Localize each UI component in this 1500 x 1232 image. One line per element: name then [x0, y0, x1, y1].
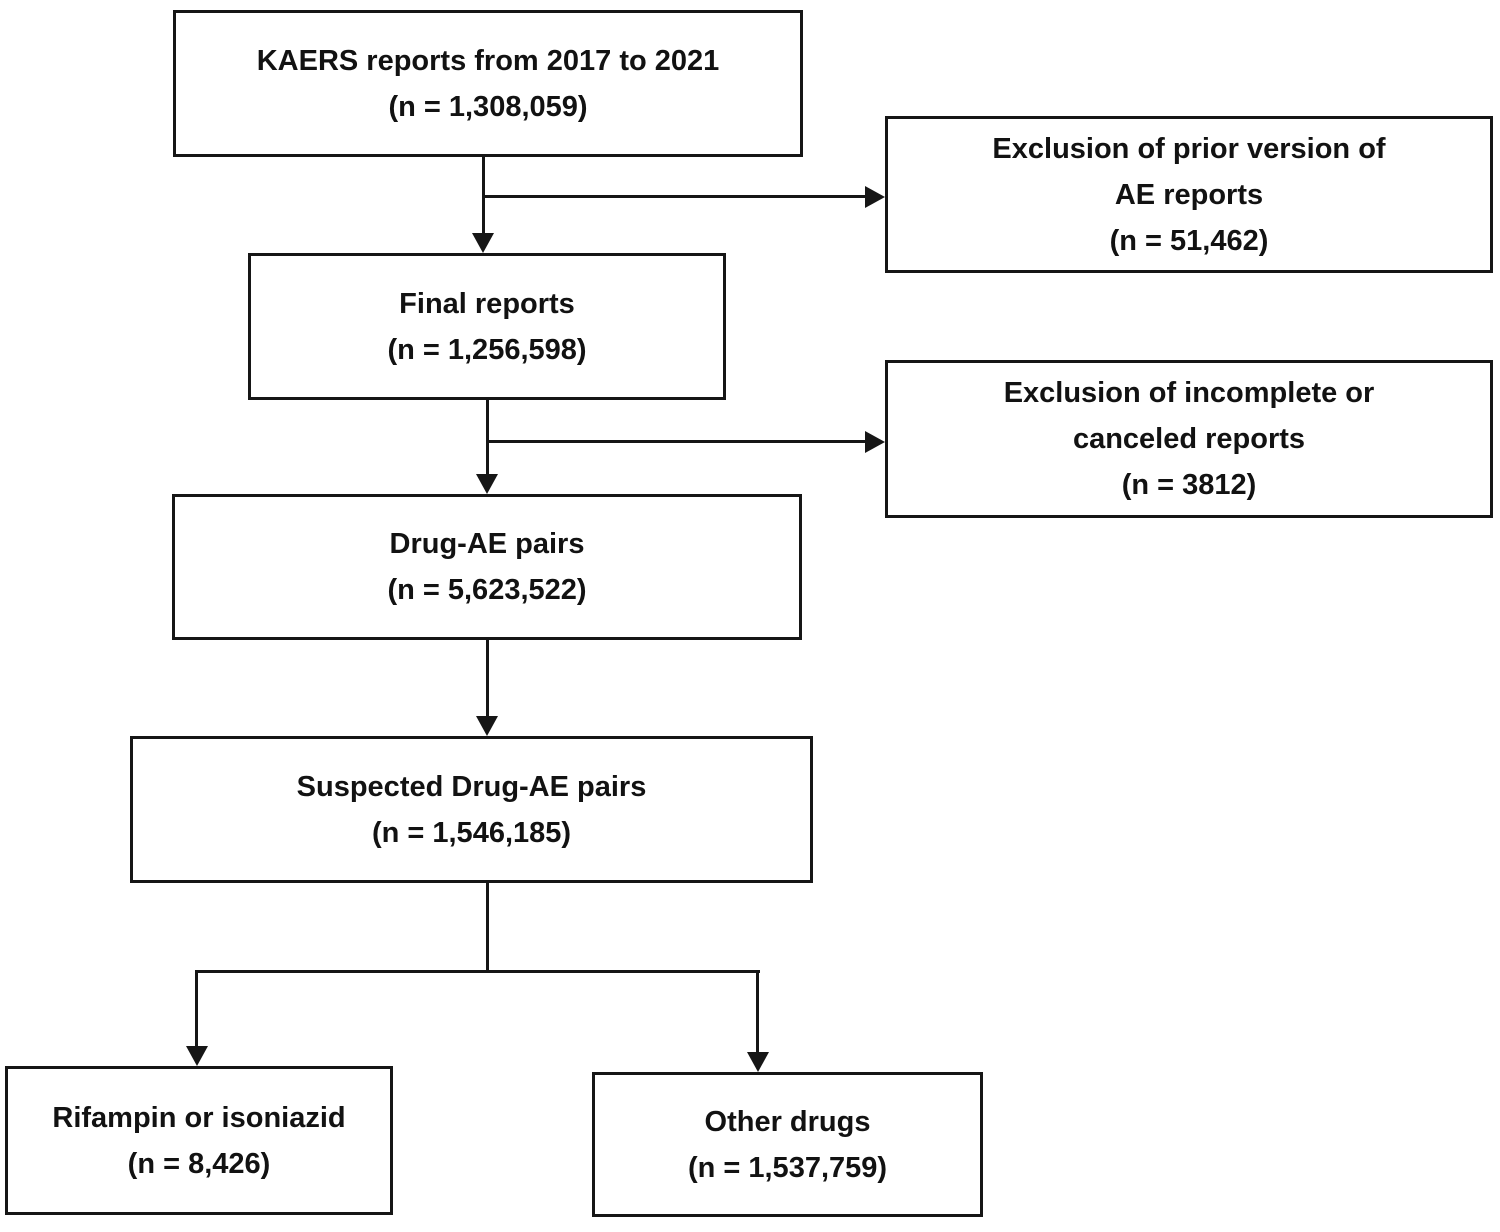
- arrow-right-icon: [865, 186, 885, 208]
- node-final-count: (n = 1,256,598): [387, 333, 587, 366]
- node-other-drugs: Other drugs (n = 1,537,759): [592, 1072, 983, 1217]
- connector-split-horizontal: [195, 970, 760, 973]
- node-kaers-title: KAERS reports from 2017 to 2021: [256, 44, 720, 77]
- node-kaers-count: (n = 1,308,059): [388, 90, 588, 123]
- node-exclusion-prior-line1: Exclusion of prior version of: [992, 132, 1386, 165]
- connector-branch-to-exclusion-prior: [482, 195, 866, 198]
- connector-split-to-rifampin: [195, 971, 198, 1048]
- node-other-title: Other drugs: [704, 1105, 871, 1138]
- node-exclusion-incomplete: Exclusion of incomplete or canceled repo…: [885, 360, 1493, 518]
- node-exclusion-prior-version: Exclusion of prior version of AE reports…: [885, 116, 1493, 273]
- node-drug-ae-title: Drug-AE pairs: [389, 528, 585, 560]
- node-suspected-drug-ae-pairs: Suspected Drug-AE pairs (n = 1,546,185): [130, 736, 813, 883]
- arrow-down-icon: [747, 1052, 769, 1072]
- connector-suspected-to-split: [486, 883, 489, 973]
- node-rifampin-title: Rifampin or isoniazid: [52, 1101, 346, 1134]
- node-final-title: Final reports: [399, 287, 575, 320]
- node-suspected-count: (n = 1,546,185): [371, 816, 572, 849]
- arrow-down-icon: [476, 474, 498, 494]
- node-exclusion-prior-count: (n = 51,462): [1109, 224, 1269, 257]
- connector-branch-to-exclusion-incomplete: [486, 440, 866, 443]
- node-other-count: (n = 1,537,759): [687, 1151, 888, 1184]
- node-exclusion-incomplete-count: (n = 3812): [1121, 469, 1257, 501]
- arrow-down-icon: [476, 716, 498, 736]
- arrow-down-icon: [472, 233, 494, 253]
- node-rifampin-isoniazid: Rifampin or isoniazid (n = 8,426): [5, 1066, 393, 1215]
- connector-split-to-other: [756, 971, 759, 1054]
- node-drug-ae-pairs: Drug-AE pairs (n = 5,623,522): [172, 494, 802, 640]
- connector-final-to-drugae: [486, 400, 489, 476]
- arrow-down-icon: [186, 1046, 208, 1066]
- node-suspected-title: Suspected Drug-AE pairs: [296, 770, 647, 803]
- node-exclusion-prior-line2: AE reports: [1114, 178, 1264, 211]
- connector-drugae-to-suspected: [486, 640, 489, 718]
- node-drug-ae-count: (n = 5,623,522): [387, 574, 587, 606]
- node-exclusion-incomplete-line1: Exclusion of incomplete or: [1003, 377, 1375, 409]
- node-exclusion-incomplete-line2: canceled reports: [1072, 423, 1306, 455]
- node-kaers-reports: KAERS reports from 2017 to 2021 (n = 1,3…: [173, 10, 803, 157]
- node-rifampin-count: (n = 8,426): [127, 1147, 271, 1180]
- arrow-right-icon: [865, 431, 885, 453]
- node-final-reports: Final reports (n = 1,256,598): [248, 253, 726, 400]
